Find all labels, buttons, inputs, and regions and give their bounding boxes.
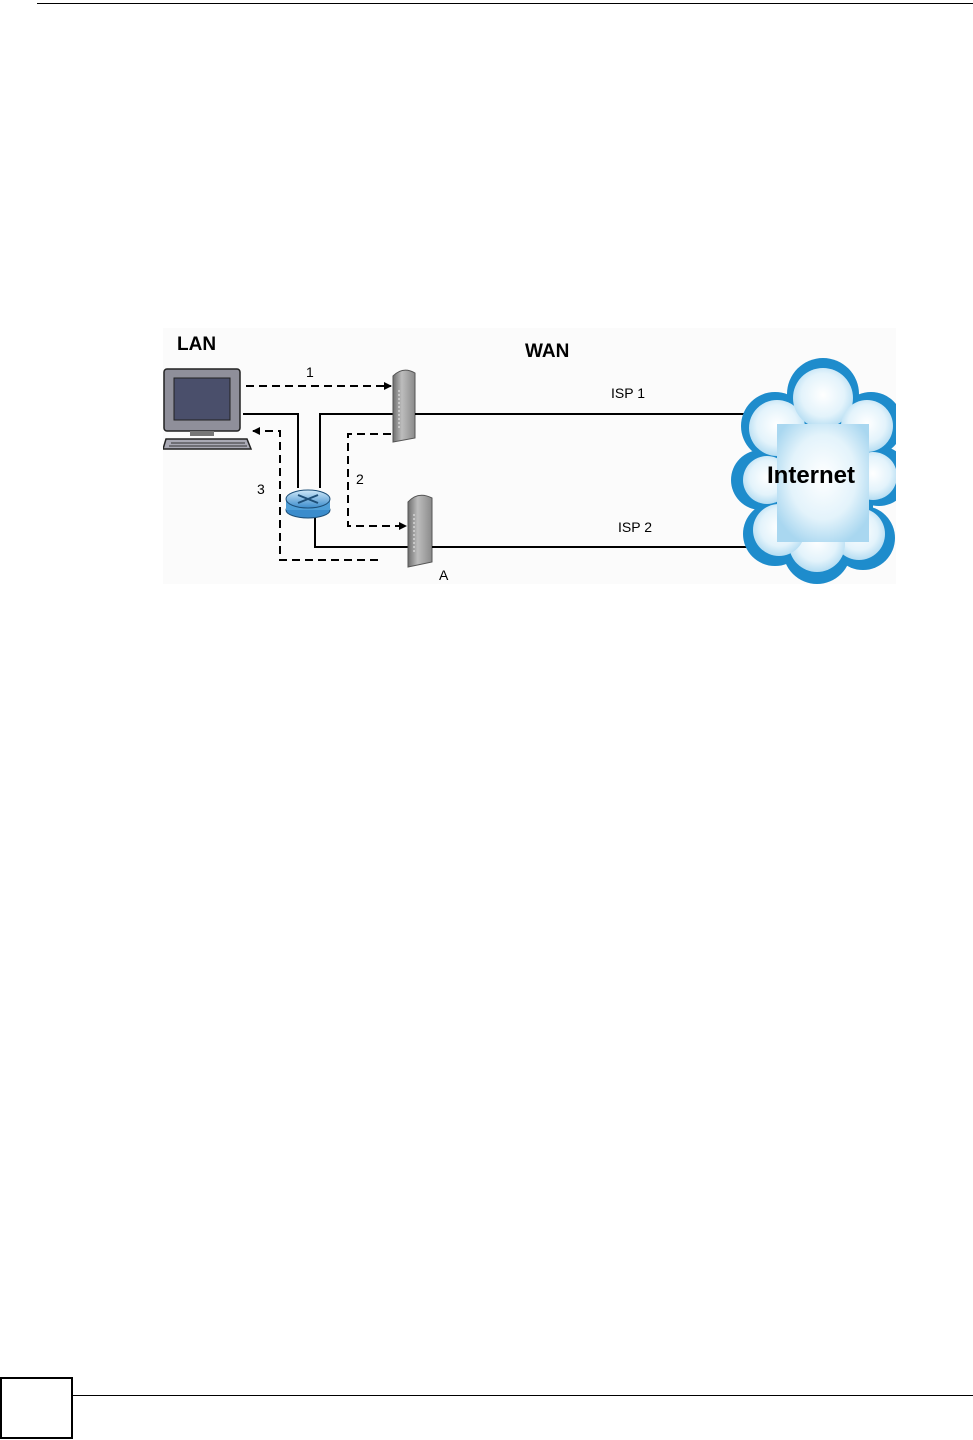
flow-label-1: 1 (306, 364, 314, 380)
footer-rule (0, 1395, 973, 1396)
header-rule (37, 3, 973, 4)
page-number-box (0, 1377, 73, 1439)
internet-label: Internet (767, 462, 855, 489)
gateway-device-1-icon (393, 370, 415, 442)
gateway-device-a-icon (408, 495, 432, 567)
wan-label: WAN (525, 341, 569, 362)
isp2-label: ISP 2 (618, 519, 652, 535)
isp1-label: ISP 1 (611, 385, 645, 401)
flow-label-2: 2 (356, 471, 364, 487)
network-diagram: LAN WAN 1 2 3 ISP 1 ISP 2 A Internet (163, 328, 896, 584)
flow-label-3: 3 (257, 481, 265, 497)
router-icon (286, 490, 330, 518)
gateway-a-label: A (439, 567, 449, 583)
lan-label: LAN (177, 334, 216, 355)
